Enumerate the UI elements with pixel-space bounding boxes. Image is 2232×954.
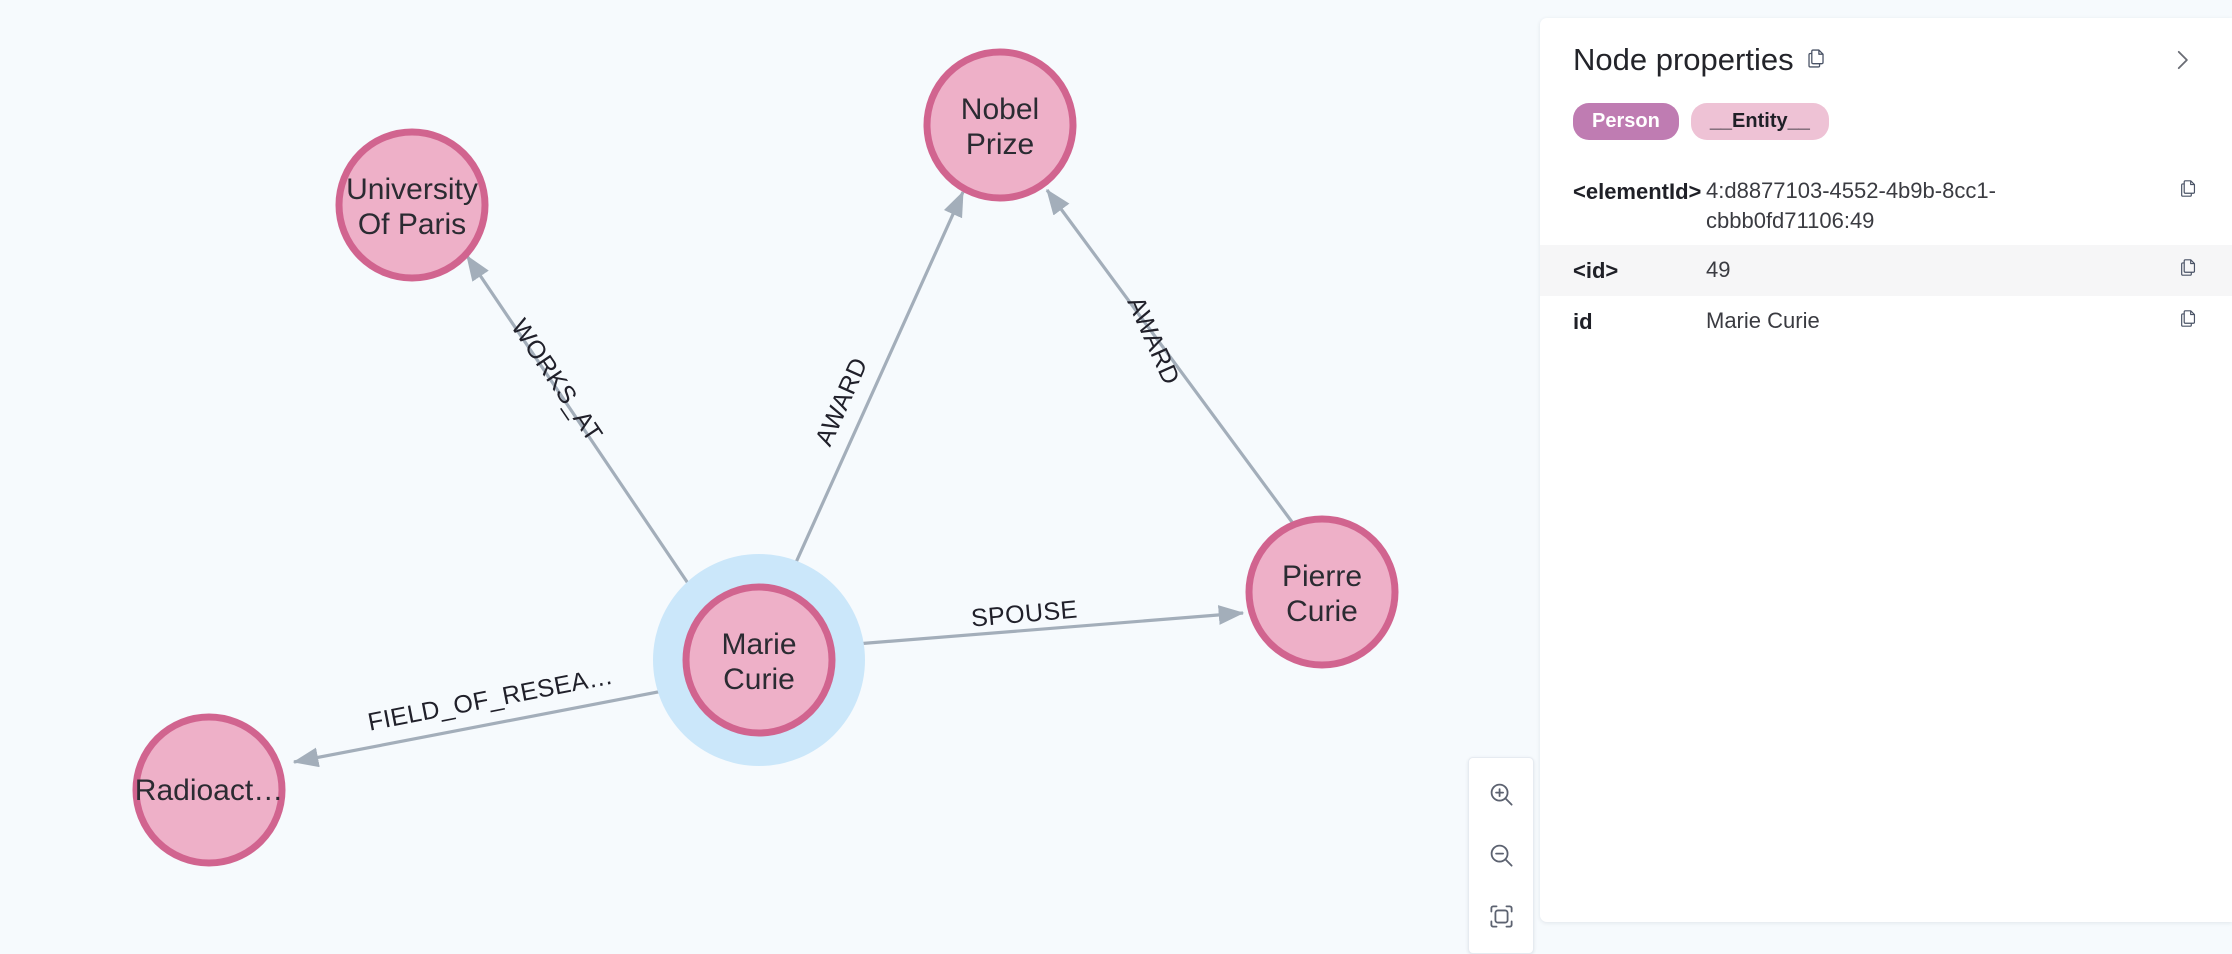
table-row[interactable]: <id> 49 [1540,245,2232,297]
property-key: id [1573,309,1593,335]
chevron-right-icon[interactable] [2162,40,2202,80]
node-label-chip-entity[interactable]: __Entity__ [1690,103,1829,140]
edge-works-at[interactable]: WORKS_AT [465,254,708,611]
graph-visualization[interactable]: WORKS_AT AWARD AWARD SPOUSE FIELD_OF_RES… [0,0,1540,938]
edge-spouse[interactable]: SPOUSE [830,595,1245,648]
zoom-out-button[interactable] [1469,825,1533,886]
table-row[interactable]: <elementId> 4:d8877103-4552-4b9b-8cc1-cb… [1540,166,2232,245]
node-label-chips: Person __Entity__ [1540,80,2232,140]
copy-icon[interactable] [2169,255,2199,278]
edge-award-pierre[interactable]: AWARD [1045,188,1294,523]
node-marie-curie[interactable]: Marie Curie [682,583,836,737]
edge-label-award-marie: AWARD [810,353,873,450]
fit-to-screen-button[interactable] [1469,886,1533,947]
copy-icon[interactable] [2169,306,2199,329]
table-row[interactable]: id Marie Curie [1540,296,2232,347]
zoom-in-button[interactable] [1469,764,1533,825]
fit-to-screen-icon [1489,905,1513,928]
zoom-in-icon [1490,783,1513,806]
zoom-out-icon [1490,844,1513,867]
node-university-of-paris[interactable]: University Of Paris [335,128,489,282]
copy-icon[interactable] [1805,47,1828,70]
zoom-controls [1468,757,1534,954]
node-radioactivity[interactable]: Radioact… [132,713,286,867]
property-key: <id> [1573,258,1619,284]
node-pierre-curie[interactable]: Pierre Curie [1245,515,1399,669]
node-properties-table: <elementId> 4:d8877103-4552-4b9b-8cc1-cb… [1540,166,2232,347]
property-value: 49 [1706,257,1731,283]
edge-label-award-pierre: AWARD [1122,292,1185,389]
node-nobel-prize[interactable]: Nobel Prize [923,48,1077,202]
node-label-chip-person[interactable]: Person [1573,103,1679,140]
copy-icon[interactable] [2169,176,2199,199]
panel-title: Node properties [1573,42,1794,77]
property-key: <elementId> [1573,179,1702,204]
property-value: Marie Curie [1706,308,1820,334]
edge-award-marie[interactable]: AWARD [782,190,965,590]
edge-field-of-research[interactable]: FIELD_OF_RESEA… [292,662,690,768]
panel-header: Node properties [1540,18,2232,80]
property-value: 4:d8877103-4552-4b9b-8cc1-cbbb0fd71106:4… [1706,178,1996,233]
node-properties-panel: Node properties Person __Entity__ <eleme… [1540,18,2232,922]
graph-canvas[interactable]: WORKS_AT AWARD AWARD SPOUSE FIELD_OF_RES… [0,0,1540,938]
